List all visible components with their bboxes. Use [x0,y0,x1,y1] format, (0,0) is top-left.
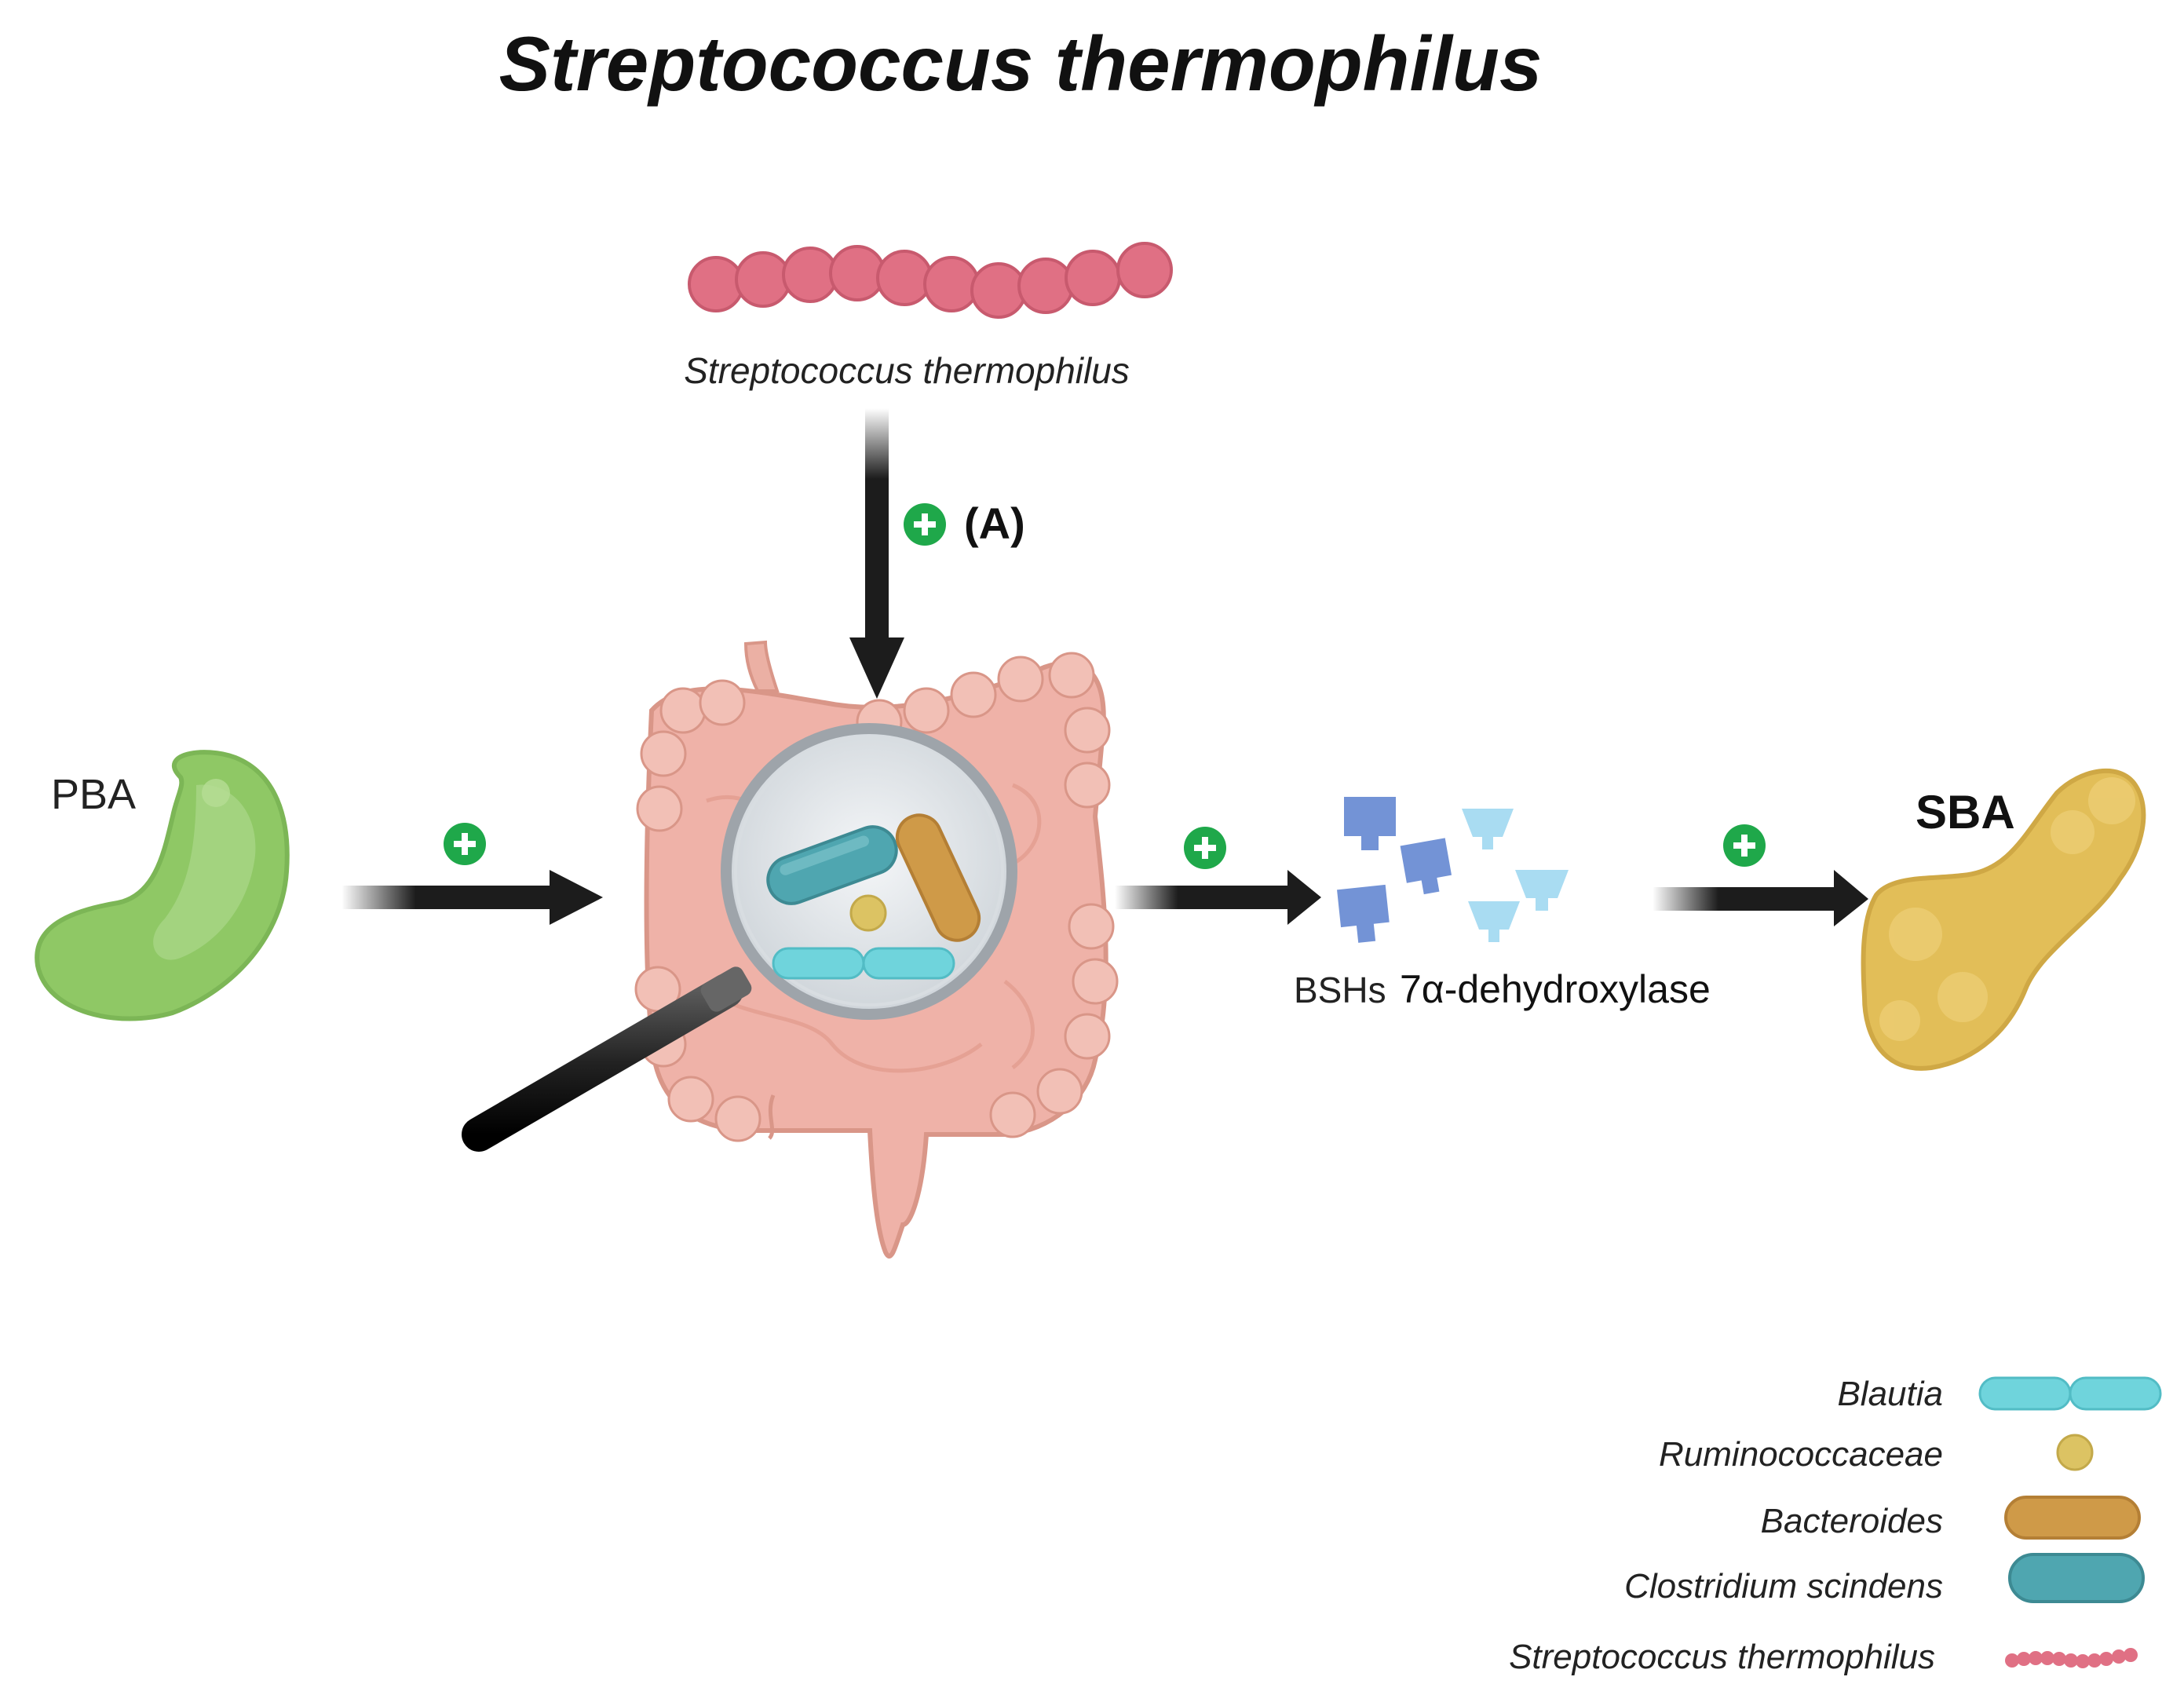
arrow-gut-to-enzymes [1115,870,1321,925]
legend-label-ruminococcaceae: Ruminococcaceae [1659,1435,1943,1474]
diagram-title: Streptococcus thermophilus [499,20,1543,107]
blautia-in-lens [772,947,955,980]
plus-icon-3 [1723,824,1766,867]
arrow-pba-to-gut [341,870,603,925]
clostridium-in-lens [766,825,898,905]
arrow-enzymes-to-sba [1653,870,1868,926]
plus-icon-2 [1184,827,1226,869]
plus-icon-1 [444,823,486,865]
clostridium-scindens-icon [2008,1553,2145,1603]
streptococcus-chain-icon [688,242,1173,319]
legend-label-clostridium-scindens: Clostridium scindens [1624,1567,1943,1606]
blautia-icon [1978,1376,2162,1411]
legend: Blautia Ruminococcaceae Bacteroides Clos… [1509,1375,2162,1676]
arrow-down [849,408,904,699]
bsh-label: BSHs [1294,970,1386,1010]
streptococcus-thermophilus-icon [2005,1648,2138,1668]
legend-label-streptococcus-thermophilus: Streptococcus thermophilus [1509,1638,1935,1676]
dehydroxylase-label: 7α-dehydroxylase [1400,967,1711,1011]
pba-icon [35,750,290,1021]
sba-icon [1861,768,2146,1071]
ruminococcaceae-in-lens [849,894,887,932]
step-a-label: (A) [964,499,1025,548]
sba-label: SBA [1916,786,2015,838]
bsh-enzyme-icons [1337,797,1452,943]
legend-label-bacteroides: Bacteroides [1761,1502,1943,1540]
plus-icon-a [904,503,946,546]
bacteroides-icon [2004,1496,2141,1540]
dehydroxylase-enzyme-icons [1462,809,1569,942]
legend-label-blautia: Blautia [1837,1375,1943,1413]
pba-label: PBA [51,771,136,818]
streptococcus-label: Streptococcus thermophilus [684,350,1130,391]
ruminococcaceae-icon [2056,1434,2094,1471]
bacteroides-in-lens [895,813,981,942]
